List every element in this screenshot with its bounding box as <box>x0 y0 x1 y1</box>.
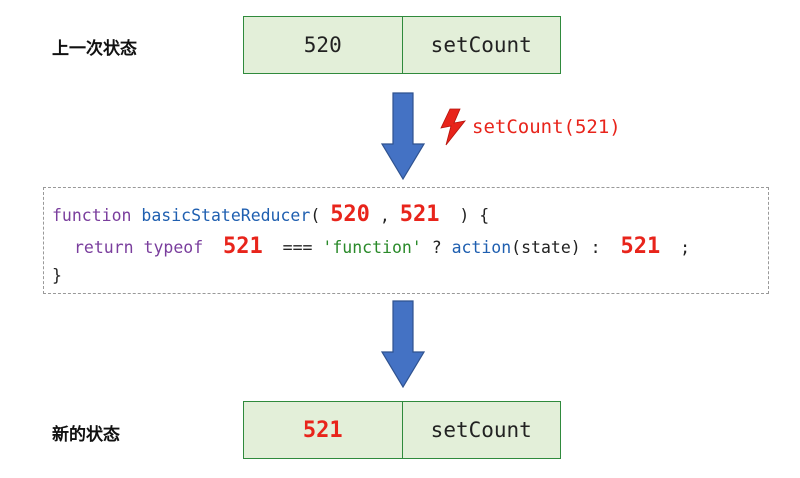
code-result-value: 521 <box>620 234 661 259</box>
code-strict-equal: === <box>282 238 313 257</box>
next-state-box: 521 setCount <box>243 401 561 459</box>
code-keyword-return: return <box>74 238 134 257</box>
code-arg-state: 520 <box>330 202 370 227</box>
code-close-brace: } <box>52 266 62 285</box>
code-comma: , <box>369 206 400 225</box>
prev-state-box: 520 setCount <box>243 16 561 74</box>
down-arrow-icon <box>381 92 425 180</box>
prev-state-setter: setCount <box>401 17 561 73</box>
code-keyword-typeof: typeof <box>143 238 204 257</box>
code-arg-action: 521 <box>399 202 440 227</box>
code-function-name: basicStateReducer <box>141 206 311 225</box>
code-open-paren: ( <box>310 206 331 225</box>
code-action-args: (state) <box>511 238 581 257</box>
lightning-bolt-icon <box>440 108 466 146</box>
code-action-call: action <box>451 238 512 257</box>
trigger-call-text: setCount(521) <box>472 116 621 138</box>
code-line-3: } <box>52 266 62 285</box>
code-line-2: return typeof 521 === 'function' ? actio… <box>74 234 690 259</box>
code-string-function: 'function' <box>322 238 422 257</box>
reducer-code-block: function basicStateReducer( 520 , 521 ) … <box>43 187 769 294</box>
code-ternary-colon: : <box>590 238 601 257</box>
down-arrow-icon <box>381 300 425 388</box>
next-state-label: 新的状态 <box>52 425 120 445</box>
prev-state-label: 上一次状态 <box>52 39 137 59</box>
code-ternary-q: ? <box>431 238 442 257</box>
code-keyword-function: function <box>52 206 132 225</box>
prev-state-value: 520 <box>303 33 342 57</box>
code-line-1: function basicStateReducer( 520 , 521 ) … <box>52 202 489 227</box>
code-close-paren: ) { <box>439 206 490 225</box>
next-state-setter: setCount <box>401 402 561 458</box>
trigger-call: setCount(521) <box>440 108 621 146</box>
code-semicolon: ; <box>680 238 691 257</box>
next-state-value: 521 <box>302 417 343 443</box>
code-typeof-operand: 521 <box>223 234 263 259</box>
